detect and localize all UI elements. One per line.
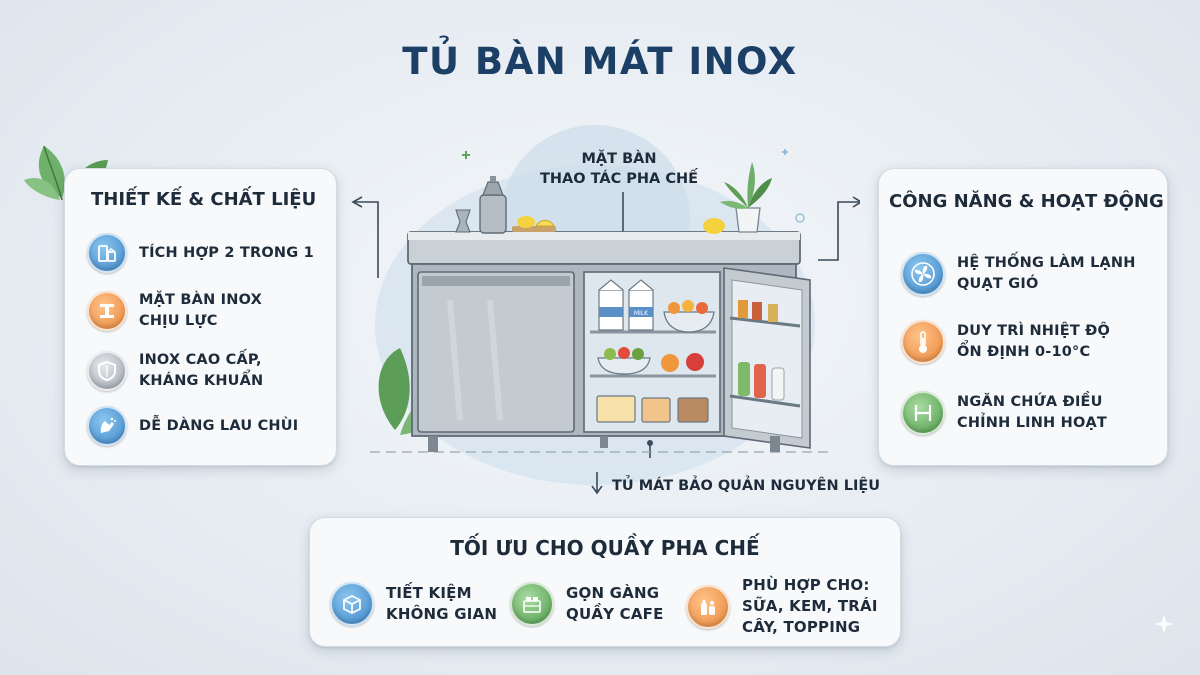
page-title: TỦ BÀN MÁT INOX — [402, 40, 798, 83]
box-icon — [330, 582, 374, 626]
fridge-combo-icon — [87, 233, 127, 273]
thermometer-icon — [901, 320, 945, 364]
shield-icon — [87, 351, 127, 391]
counter-optimization-panel: TỐI ƯU CHO QUẦY PHA CHẾ — [309, 517, 901, 647]
cafe-counter-icon — [510, 582, 554, 626]
milk-label: MILK — [634, 310, 649, 317]
shelf-adjust-icon — [901, 391, 945, 435]
design-materials-title: THIẾT KẾ & CHẤT LIỆU — [91, 189, 317, 210]
steel-beam-icon — [87, 291, 127, 331]
cleaning-hand-icon — [87, 406, 127, 446]
counter-fridge-illustration: MILK — [351, 125, 860, 495]
fridge-storage-callout: TỦ MÁT BẢO QUẢN NGUYÊN LIỆU — [612, 478, 881, 494]
sparkle-icon — [1154, 614, 1174, 634]
feature-antibacterial: INOX CAO CẤP,KHÁNG KHUẨN — [87, 350, 263, 392]
countertop-callout: MẶT BÀN THAO TÁC PHA CHẾ — [539, 151, 698, 187]
feature-easy-clean: DỄ DÀNG LAU CHÙI — [87, 406, 298, 446]
function-operation-title: CÔNG NĂNG & HOẠT ĐỘNG — [889, 191, 1164, 212]
feature-two-in-one: TÍCH HỢP 2 TRONG 1 — [87, 233, 314, 273]
fan-icon — [901, 252, 945, 296]
counter-optimization-title: TỐI ƯU CHO QUẦY PHA CHẾ — [450, 536, 760, 560]
drinks-icon — [686, 584, 730, 629]
